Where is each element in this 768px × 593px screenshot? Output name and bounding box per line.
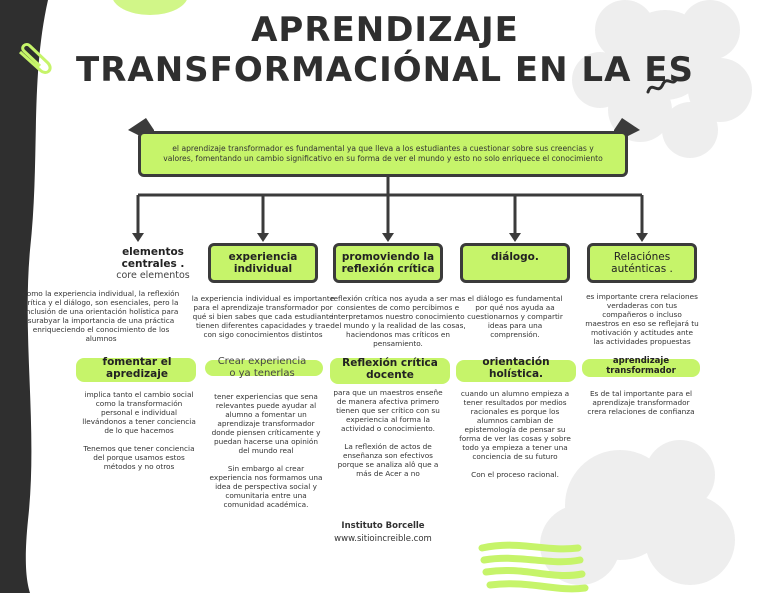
column-2-sub-heading: Crear experiencia o ya tenerlas bbox=[217, 356, 307, 379]
green-blob-top bbox=[113, 0, 187, 15]
column-5-heading-box: Relaciónes auténticas . bbox=[587, 243, 697, 283]
tree-connectors bbox=[136, 170, 644, 238]
column-3-sub-heading: Reflexión crítica docente bbox=[342, 357, 438, 381]
intro-banner-text: el aprendizaje transformador es fundamen… bbox=[163, 144, 603, 163]
column-1-sub-body: implica tanto el cambio social como la t… bbox=[82, 390, 196, 471]
column-5-sub-heading: aprendizaje transformador bbox=[606, 356, 676, 376]
column-4-heading-box: diálogo. bbox=[460, 243, 570, 283]
gray-flower-blob bbox=[572, 0, 752, 158]
page-title: APRENDIZAJE TRANSFORMACIÓNAL EN LA ES bbox=[76, 10, 694, 90]
column-5-sub-highlight bbox=[582, 359, 700, 377]
column-heading-text: Relaciónes auténticas . bbox=[611, 251, 673, 275]
column-1-body: como la experiencia individual, la refle… bbox=[22, 289, 180, 343]
column-heading-subtext: core elementos bbox=[116, 270, 190, 281]
column-2-sub-highlight bbox=[205, 360, 323, 376]
footer-url[interactable]: www.sitioincreible.com bbox=[334, 534, 432, 544]
column-3-sub-body: para que un maestros enseñe de manera af… bbox=[333, 388, 443, 478]
column-5-body: es importante crera relaciones verdadera… bbox=[585, 292, 699, 346]
column-5-sub-body: Es de tal importante para el aprendizaje… bbox=[587, 389, 695, 416]
intro-banner: el aprendizaje transformador es fundamen… bbox=[138, 131, 628, 177]
column-1-sub-heading: fomentar el apredizaje bbox=[102, 356, 172, 380]
arrow-heads bbox=[132, 233, 648, 242]
column-heading-text: elementos centrales . bbox=[121, 246, 185, 270]
column-heading-text: experiencia individual bbox=[228, 251, 298, 275]
column-1-heading: elementos centrales . core elementos bbox=[98, 246, 208, 282]
column-3-sub-highlight bbox=[330, 358, 450, 384]
column-1-sub-highlight bbox=[76, 358, 196, 382]
column-4-sub-highlight bbox=[456, 360, 576, 382]
footer: Instituto Borcelle www.sitioincreible.co… bbox=[318, 520, 448, 546]
squiggle-icon bbox=[646, 78, 678, 94]
column-2-body: la experiencia individual es importante … bbox=[191, 294, 335, 339]
column-2-heading-box: experiencia individual bbox=[208, 243, 318, 283]
column-4-body: el diálogo es fundamental por qué nos ay… bbox=[467, 294, 563, 339]
column-heading-text: diálogo. bbox=[491, 251, 539, 263]
column-2-sub-body: tener experiencias que sena relevantes p… bbox=[209, 392, 323, 509]
column-heading-text: promoviendo la reflexión crítica bbox=[341, 251, 435, 275]
column-3-heading-box: promoviendo la reflexión crítica bbox=[333, 243, 443, 283]
paperclip-icon bbox=[18, 43, 52, 74]
left-dark-wave bbox=[0, 0, 48, 593]
green-scribble bbox=[478, 541, 589, 593]
column-3-body: reflexión crítica nos ayuda a ser mas co… bbox=[330, 294, 466, 348]
footer-org: Instituto Borcelle bbox=[341, 521, 425, 531]
gray-blob-bottom bbox=[540, 440, 735, 585]
column-4-sub-body: cuando un alumno empieza a tener resulta… bbox=[459, 389, 571, 479]
column-4-sub-heading: orientación holística. bbox=[482, 356, 550, 380]
